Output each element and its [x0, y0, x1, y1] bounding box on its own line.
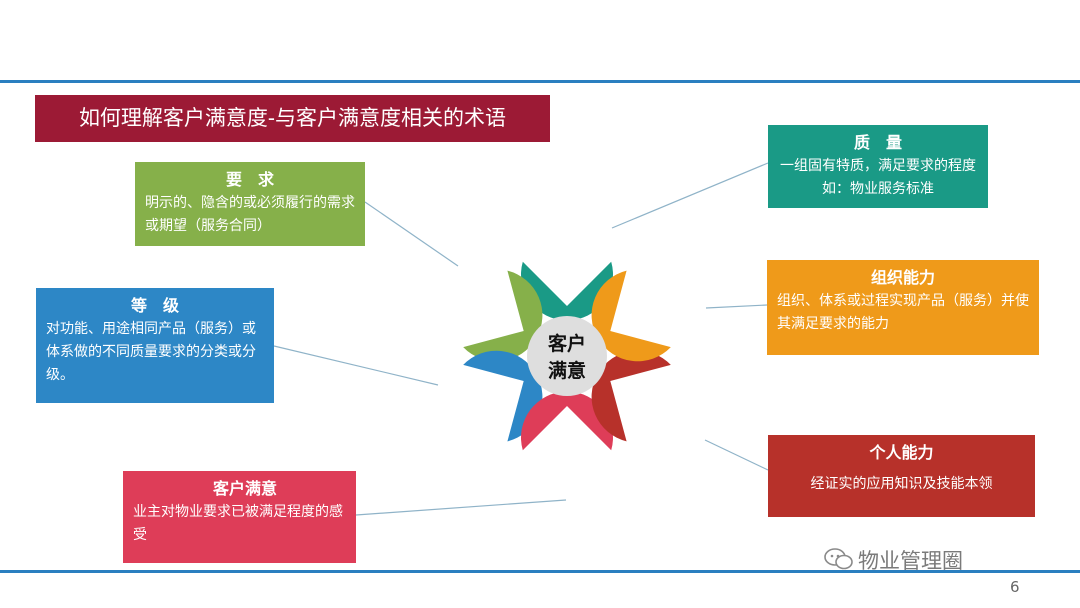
card-requirement: 要 求 明示的、隐含的或必须履行的需求或期望（服务合同）	[135, 162, 365, 246]
petal-number-6: 6	[644, 275, 677, 335]
center-circle	[527, 316, 607, 396]
card-quality-title: 质 量	[853, 133, 902, 152]
connector-line-3	[273, 345, 439, 386]
petal-shape-3	[463, 350, 543, 442]
petal-shape-1	[521, 261, 613, 321]
card-organization-title: 组织能力	[870, 268, 935, 287]
card-quality: 质 量 一组固有特质，满足要求的程度如：物业服务标准	[768, 125, 988, 208]
connector-line-2	[364, 201, 459, 267]
petal-shape-6	[591, 270, 671, 362]
card-satisfaction: 客户满意 业主对物业要求已被满足程度的感受	[123, 471, 356, 563]
petal-number-5: 5	[644, 382, 677, 442]
card-requirement-title: 要 求	[225, 170, 274, 189]
card-organization-desc: 组织、体系或过程实现产品（服务）并使其满足要求的能力	[777, 293, 1029, 332]
petal-number-3: 3	[459, 382, 492, 442]
connector-line-6	[705, 304, 768, 309]
petal-6: 6	[591, 270, 677, 362]
connector-line-1	[611, 162, 769, 229]
top-divider	[0, 80, 1080, 83]
card-grade-desc: 对功能、用途相同产品（服务）或体系做的不同质量要求的分类或分级。	[46, 321, 256, 383]
card-grade-title: 等 级	[130, 296, 179, 315]
petal-3: 3	[459, 350, 543, 442]
center-label-line1: 客户	[548, 332, 586, 355]
card-personal-desc: 经证实的应用知识及技能本领	[810, 476, 993, 492]
connector-line-4	[355, 499, 567, 516]
wechat-icon	[824, 548, 853, 570]
petal-2: 2	[459, 270, 543, 362]
petal-shape-5	[591, 350, 671, 442]
petal-shape-4	[521, 391, 613, 451]
card-personal: 个人能力 经证实的应用知识及技能本领	[768, 435, 1035, 517]
watermark-text: 物业管理圈	[858, 549, 963, 573]
watermark: 物业管理圈	[824, 545, 963, 575]
card-requirement-desc: 明示的、隐含的或必须履行的需求或期望（服务合同）	[145, 195, 355, 234]
page-number: 6	[1010, 578, 1020, 596]
petal-number-1: 1	[551, 221, 584, 281]
petal-5: 5	[591, 350, 677, 442]
card-satisfaction-title: 客户满意	[213, 479, 278, 498]
petal-number-2: 2	[459, 275, 492, 335]
bottom-divider	[0, 570, 1080, 573]
slide-title: 如何理解客户满意度-与客户满意度相关的术语	[35, 95, 550, 142]
card-satisfaction-desc: 业主对物业要求已被满足程度的感受	[133, 504, 343, 543]
petal-number-4: 4	[551, 435, 584, 495]
card-grade: 等 级 对功能、用途相同产品（服务）或体系做的不同质量要求的分类或分级。	[36, 288, 274, 403]
card-organization: 组织能力 组织、体系或过程实现产品（服务）并使其满足要求的能力	[767, 260, 1039, 355]
petal-shape-2	[463, 270, 543, 362]
petal-4: 4	[521, 391, 613, 495]
connector-line-5	[704, 439, 769, 471]
card-quality-desc: 一组固有特质，满足要求的程度如：物业服务标准	[780, 158, 976, 197]
petal-1: 1	[521, 221, 613, 321]
card-personal-title: 个人能力	[869, 443, 934, 462]
center-label-line2: 满意	[548, 359, 586, 382]
